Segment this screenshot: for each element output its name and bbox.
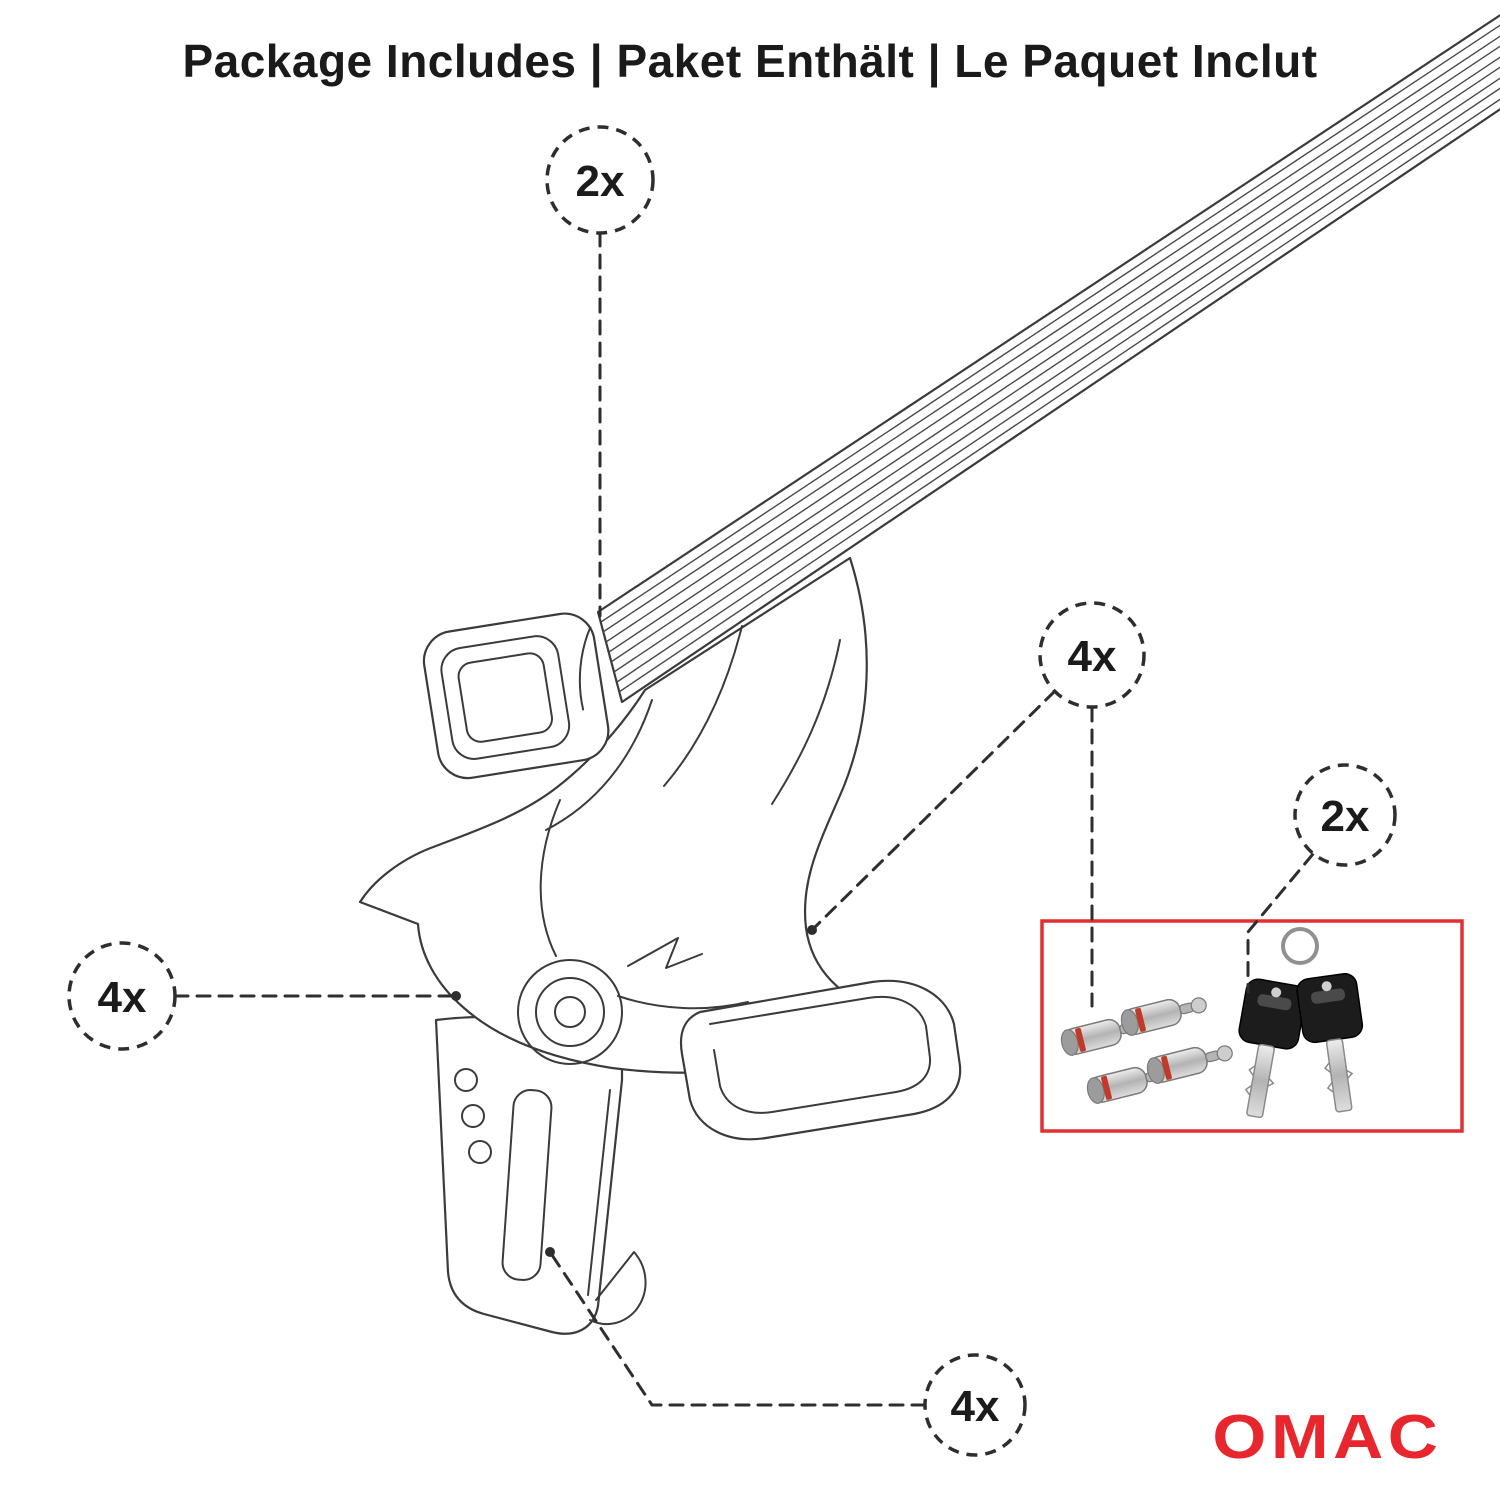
page-title: Package Includes | Paket Enthält | Le Pa… <box>182 35 1318 87</box>
omac-logo: OMAC <box>1211 1403 1442 1472</box>
callout-locks-label: 4x <box>1068 632 1117 681</box>
callout-foot-label: 4x <box>98 973 147 1022</box>
keys-image <box>1223 927 1375 1123</box>
leader-foot-dot <box>451 991 461 1001</box>
leader-locks-dot <box>807 925 817 935</box>
leader-locks-diagonal <box>810 689 1057 932</box>
base-pad-illustration <box>679 979 962 1141</box>
callout-clamp-label: 4x <box>951 1382 1000 1431</box>
callout-keys-label: 2x <box>1321 792 1370 841</box>
callout-clamp-qty: 4x <box>923 1353 1027 1457</box>
end-cap-illustration <box>422 612 610 780</box>
bolt-illustration <box>517 959 623 1065</box>
callout-crossbar-label: 2x <box>576 157 625 206</box>
callout-crossbar-qty: 2x <box>545 125 655 235</box>
leader-clamp <box>548 1250 927 1407</box>
callout-keys-qty: 2x <box>1293 763 1397 867</box>
leader-keys <box>1246 852 1315 994</box>
leader-clamp-dot <box>545 1247 555 1257</box>
callout-locks-qty: 4x <box>1038 601 1146 709</box>
callout-foot-qty: 4x <box>67 941 177 1051</box>
crossbar-illustration <box>596 14 1500 704</box>
mounting-foot-illustration <box>358 556 878 1074</box>
parts-box <box>1040 919 1464 1133</box>
